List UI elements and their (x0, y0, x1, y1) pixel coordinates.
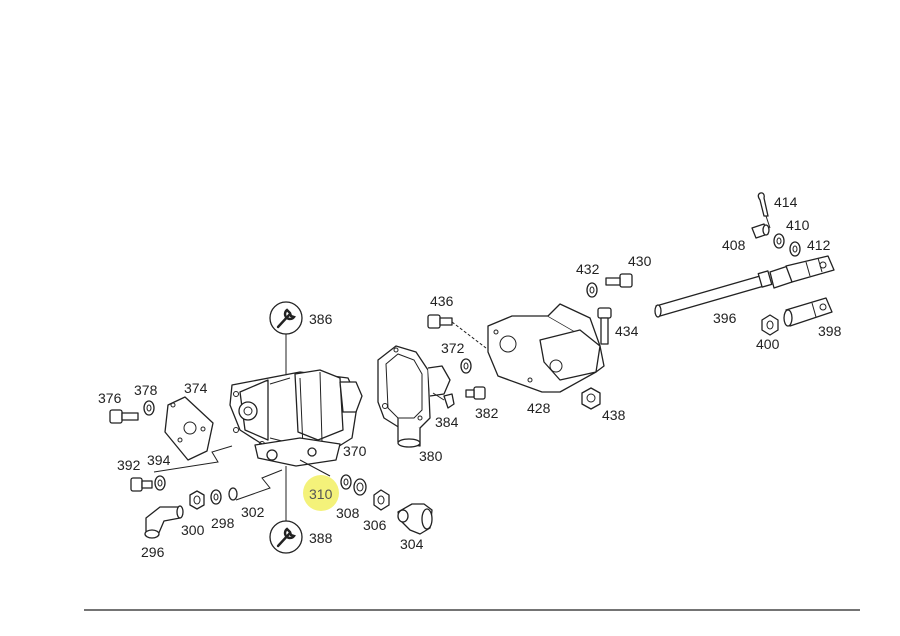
callout-378[interactable]: 378 (134, 382, 158, 398)
callout-392[interactable]: 392 (117, 457, 141, 473)
clevis-398 (783, 297, 833, 327)
callout-436[interactable]: 436 (430, 293, 454, 309)
washer-308 (353, 478, 367, 496)
ring-310 (340, 474, 352, 490)
washer-372 (460, 358, 472, 374)
callout-410[interactable]: 410 (786, 217, 810, 233)
callout-380[interactable]: 380 (419, 448, 443, 464)
callout-388[interactable]: 388 (309, 530, 333, 546)
callout-382[interactable]: 382 (475, 405, 499, 421)
callout-412[interactable]: 412 (807, 237, 831, 253)
washer-378 (143, 400, 155, 416)
callout-396[interactable]: 396 (713, 310, 737, 326)
bolt-434 (597, 307, 612, 345)
nut-438 (581, 387, 601, 410)
elbow-fitting-304 (397, 503, 433, 535)
callout-414[interactable]: 414 (774, 194, 798, 210)
washer-394 (154, 475, 166, 491)
nut-300 (189, 490, 205, 510)
bolt-430 (605, 273, 633, 288)
callout-386[interactable]: 386 (309, 311, 333, 327)
callout-394[interactable]: 394 (147, 452, 171, 468)
callout-428[interactable]: 428 (527, 400, 551, 416)
wrench-icon[interactable] (269, 301, 303, 335)
callout-384[interactable]: 384 (435, 414, 459, 430)
callout-308[interactable]: 308 (336, 505, 360, 521)
pump-body (229, 369, 363, 467)
highlight-marker (303, 475, 339, 511)
callout-376[interactable]: 376 (98, 390, 122, 406)
callout-304[interactable]: 304 (400, 536, 424, 552)
rod-396 (654, 255, 835, 318)
nut-400 (761, 314, 779, 336)
washer-298 (210, 489, 222, 505)
callout-434[interactable]: 434 (615, 323, 639, 339)
callout-408[interactable]: 408 (722, 237, 746, 253)
callout-306[interactable]: 306 (363, 517, 387, 533)
callout-302[interactable]: 302 (241, 504, 265, 520)
bolt-392 (130, 477, 153, 492)
callout-430[interactable]: 430 (628, 253, 652, 269)
clip-384 (443, 393, 455, 409)
callout-296[interactable]: 296 (141, 544, 165, 560)
callout-432[interactable]: 432 (576, 261, 600, 277)
housing-380 (377, 345, 451, 448)
callout-310[interactable]: 310 (309, 486, 333, 502)
callout-400[interactable]: 400 (756, 336, 780, 352)
bracket-428 (487, 303, 605, 393)
bolt-436 (427, 314, 487, 349)
washer-412 (789, 241, 801, 257)
split-pin-414 (757, 192, 771, 229)
washer-410 (773, 233, 785, 249)
callout-372[interactable]: 372 (441, 340, 465, 356)
cover-plate-374 (164, 396, 214, 461)
wrench-icon[interactable] (269, 520, 303, 554)
callout-370[interactable]: 370 (343, 443, 367, 459)
callout-398[interactable]: 398 (818, 323, 842, 339)
bolt-376 (109, 409, 139, 424)
ring-302 (228, 487, 238, 501)
elbow-fitting-296 (144, 505, 184, 539)
nut-306 (373, 489, 390, 511)
callout-438[interactable]: 438 (602, 407, 626, 423)
bolt-382 (465, 386, 486, 400)
pin-408 (751, 223, 770, 239)
callout-374[interactable]: 374 (184, 380, 208, 396)
callout-298[interactable]: 298 (211, 515, 235, 531)
washer-432 (586, 282, 598, 298)
callout-300[interactable]: 300 (181, 522, 205, 538)
